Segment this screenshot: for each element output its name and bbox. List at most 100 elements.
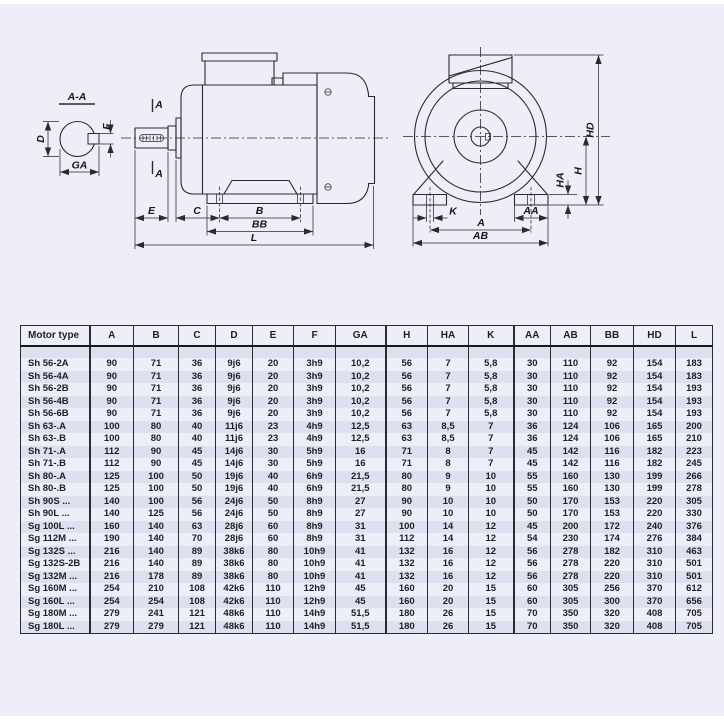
cell-value: 154 bbox=[633, 395, 676, 408]
cell-value: 384 bbox=[675, 533, 713, 546]
cell-value: 71 bbox=[384, 458, 428, 471]
cell-value: 278 bbox=[550, 545, 591, 558]
cell-value: 100 bbox=[133, 483, 179, 496]
cell-motor-type: Sh 71-.A bbox=[20, 445, 90, 458]
cell-value: 124 bbox=[550, 420, 591, 433]
cell-value: 56 bbox=[384, 358, 428, 371]
header-cell: A bbox=[88, 325, 134, 347]
cell-value: 140 bbox=[133, 533, 179, 546]
cell-value: 220 bbox=[633, 508, 676, 521]
dim-label-f: F bbox=[101, 123, 113, 130]
cell-value: 5h9 bbox=[293, 458, 336, 471]
cell-value: 130 bbox=[590, 483, 634, 496]
cell-value: 108 bbox=[178, 583, 216, 596]
cell-value: 3h9 bbox=[293, 370, 336, 383]
cell-value: 154 bbox=[633, 408, 676, 421]
cell-value: 15 bbox=[468, 608, 514, 621]
cell-value: 92 bbox=[590, 408, 634, 421]
cell-value: 254 bbox=[88, 583, 134, 596]
cell-value: 100 bbox=[88, 420, 134, 433]
cell-value: 38k6 bbox=[215, 545, 253, 558]
cell-value: 10,2 bbox=[335, 408, 386, 421]
cell-value: 56 bbox=[384, 395, 428, 408]
cell-value: 210 bbox=[675, 433, 713, 446]
cell-value: 56 bbox=[512, 558, 551, 571]
cell-value: 501 bbox=[675, 558, 713, 571]
terminal-box-side bbox=[201, 52, 278, 62]
cell-value: 180 bbox=[384, 620, 428, 634]
cell-value: 38k6 bbox=[215, 558, 253, 571]
cell-value: 56 bbox=[178, 508, 216, 521]
cell-value: 26 bbox=[427, 608, 469, 621]
cell-value: 216 bbox=[88, 558, 134, 571]
cell-value: 24j6 bbox=[215, 508, 253, 521]
cell-value: 160 bbox=[550, 470, 591, 483]
dim-label-bb: BB bbox=[252, 219, 268, 231]
cell-value: 4h9 bbox=[293, 433, 336, 446]
cell-value: 21,5 bbox=[335, 483, 386, 496]
cell-value: 41 bbox=[335, 570, 386, 583]
cell-value: 8h9 bbox=[293, 495, 336, 508]
cell-value: 200 bbox=[675, 420, 713, 433]
cell-motor-type: Sg 132M ... bbox=[20, 570, 90, 583]
cell-value: 110 bbox=[252, 608, 294, 621]
cell-value: 278 bbox=[550, 570, 591, 583]
cell-motor-type: Sg 112M ... bbox=[20, 533, 90, 546]
cell-value: 80 bbox=[133, 433, 179, 446]
cell-value: 90 bbox=[88, 408, 134, 421]
cell-value: 112 bbox=[88, 458, 134, 471]
cell-value: 160 bbox=[384, 595, 428, 608]
cell-value: 12 bbox=[468, 558, 514, 571]
cell-value: 45 bbox=[512, 445, 551, 458]
cell-value: 8h9 bbox=[293, 533, 336, 546]
cell-value: 463 bbox=[675, 545, 713, 558]
cell-value: 142 bbox=[550, 445, 591, 458]
dim-label-k: K bbox=[449, 206, 458, 218]
cell-value: 5,8 bbox=[468, 370, 514, 383]
cell-value: 170 bbox=[550, 495, 591, 508]
cell-value: 170 bbox=[550, 508, 591, 521]
cell-value: 279 bbox=[88, 608, 134, 621]
cell-value: 28j6 bbox=[215, 533, 253, 546]
cell-value: 279 bbox=[88, 620, 134, 634]
cell-value: 16 bbox=[427, 545, 469, 558]
cell-value: 7 bbox=[427, 370, 469, 383]
cell-value: 51,5 bbox=[335, 608, 386, 621]
cell-value: 5,8 bbox=[468, 408, 514, 421]
cell-value: 230 bbox=[550, 533, 591, 546]
cell-motor-type: Sg 180M ... bbox=[20, 608, 90, 621]
cell-value: 36 bbox=[178, 370, 216, 383]
cell-motor-type: Sg 132S-2B bbox=[20, 558, 90, 571]
fan-cowl bbox=[282, 72, 376, 205]
cell-value: 112 bbox=[384, 533, 428, 546]
cell-value: 7 bbox=[468, 420, 514, 433]
cut-mark-a-top: A bbox=[154, 99, 163, 111]
cell-value: 30 bbox=[512, 395, 551, 408]
cell-value: 10 bbox=[427, 508, 469, 521]
cell-value: 10 bbox=[468, 470, 514, 483]
motor-side-view: A A E C B BB L bbox=[121, 52, 391, 249]
cell-value: 140 bbox=[88, 508, 134, 521]
cell-value: 305 bbox=[550, 595, 591, 608]
cell-value: 90 bbox=[88, 395, 134, 408]
cell-value: 90 bbox=[133, 445, 179, 458]
cell-value: 183 bbox=[675, 358, 713, 371]
cell-motor-type: Sh 56-6B bbox=[20, 408, 90, 421]
cell-value: 36 bbox=[178, 383, 216, 396]
header-cell: AB bbox=[550, 325, 591, 347]
cell-value: 370 bbox=[633, 583, 676, 596]
cell-value: 80 bbox=[252, 558, 294, 571]
cell-value: 11j6 bbox=[215, 433, 253, 446]
cell-value: 5,8 bbox=[468, 395, 514, 408]
cell-value: 8,5 bbox=[427, 420, 469, 433]
cell-value: 90 bbox=[384, 508, 428, 521]
cell-value: 220 bbox=[590, 558, 634, 571]
